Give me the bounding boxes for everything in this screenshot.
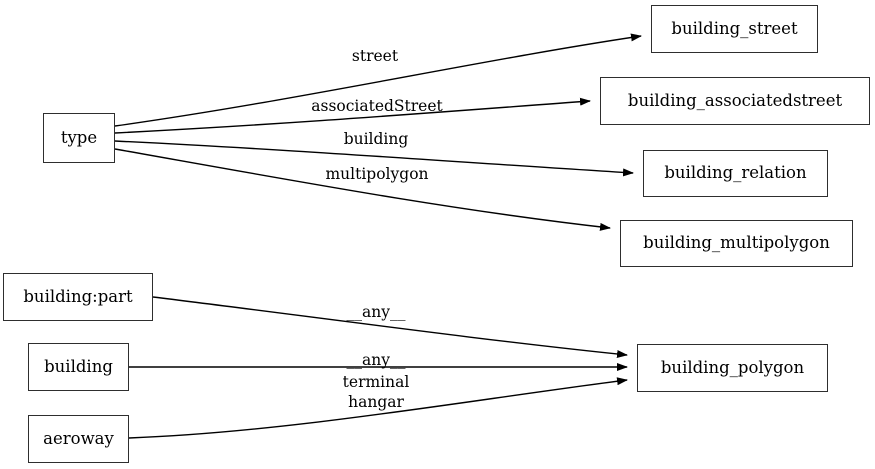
node-building_part[interactable]: building:part <box>3 273 153 321</box>
edge-label: multipolygon <box>325 164 429 183</box>
edge-label: hangar <box>348 392 404 411</box>
node-label: building_polygon <box>660 357 805 377</box>
node-label: building <box>44 356 113 376</box>
node-label: type <box>60 127 98 147</box>
node-building_associatedstreet[interactable]: building_associatedstreet <box>600 77 870 125</box>
node-label: building_associatedstreet <box>627 90 843 110</box>
node-building_relation[interactable]: building_relation <box>643 150 828 197</box>
node-label: building_relation <box>664 163 807 183</box>
edge-label: associatedStreet <box>311 96 443 115</box>
node-label: aeroway <box>43 428 114 448</box>
node-building_street[interactable]: building_street <box>651 5 818 53</box>
edge-label: terminal <box>342 372 410 391</box>
node-type[interactable]: type <box>43 113 115 163</box>
edge-aeroway-to-building_polygon <box>128 377 628 439</box>
node-building_multipolygon[interactable]: building_multipolygon <box>620 220 853 267</box>
node-label: building_multipolygon <box>643 233 830 253</box>
edge-paths <box>114 33 642 439</box>
edge-type-to-building_associatedstreet <box>114 97 591 134</box>
edge-label: __any__ <box>346 302 406 321</box>
edge-building_part-to-building_polygon <box>152 296 628 358</box>
node-building[interactable]: building <box>28 343 129 391</box>
edge-label: street <box>351 46 399 65</box>
edge-label: __any__ <box>346 350 406 369</box>
node-building_polygon[interactable]: building_polygon <box>637 344 828 392</box>
node-label: building:part <box>23 286 133 306</box>
edge-label: building <box>343 129 409 148</box>
edge-type-to-building_street <box>114 33 642 127</box>
edge-type-to-building_multipolygon <box>114 148 611 231</box>
node-label: building_street <box>671 18 798 38</box>
node-aeroway[interactable]: aeroway <box>28 415 129 463</box>
edge-type-to-building_relation <box>114 140 634 177</box>
